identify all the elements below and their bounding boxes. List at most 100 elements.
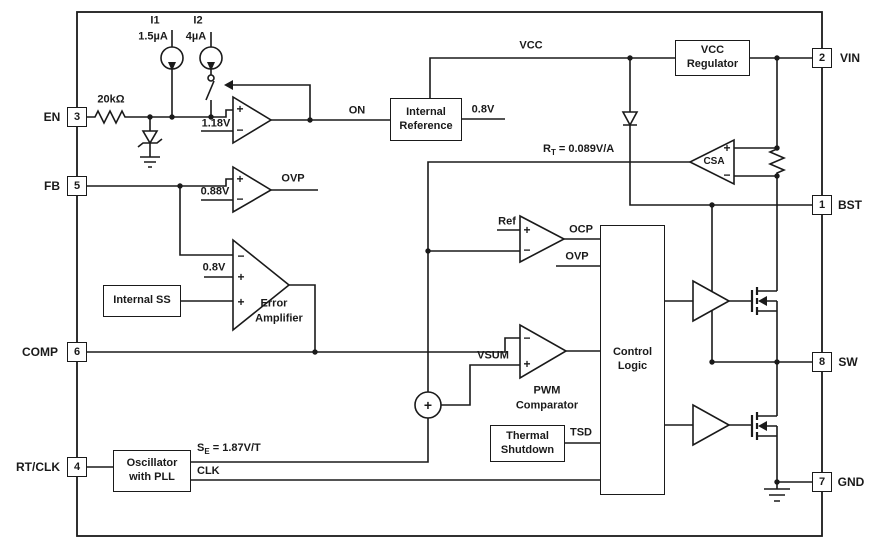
triangles bbox=[141, 95, 735, 447]
junction-dots bbox=[147, 55, 780, 485]
rt-prefix: R bbox=[543, 143, 551, 155]
ovp-comparator bbox=[232, 165, 273, 214]
ocp-minus-sign: − bbox=[523, 243, 531, 257]
ls-mosfet-body-arrow bbox=[758, 421, 767, 431]
label-ref-voltage: 0.8V bbox=[471, 103, 495, 116]
wire-csa-out bbox=[427, 161, 690, 392]
label-en-threshold: 1.18V bbox=[201, 117, 231, 130]
switch-control-arrowhead bbox=[224, 80, 233, 90]
i2-arrowhead bbox=[207, 62, 215, 71]
wire-switch-control bbox=[233, 84, 311, 120]
control-logic-block: Control Logic bbox=[600, 225, 665, 495]
ocp-plus-sign: + bbox=[523, 223, 531, 237]
pin-label-vin: VIN bbox=[839, 51, 861, 65]
label-rt-constant: RT = 0.089V/A bbox=[543, 144, 614, 157]
ovp-comp-minus-sign: − bbox=[236, 192, 244, 206]
label-ovp-signal-right: OVP bbox=[565, 250, 589, 263]
arrowheads bbox=[168, 62, 767, 431]
pin-num-vin: 2 bbox=[818, 52, 826, 64]
circles bbox=[160, 46, 442, 419]
label-se-constant: SE = 1.87V/T bbox=[197, 443, 261, 456]
internal-ss-block: Internal SS bbox=[103, 285, 181, 317]
se-sub: E bbox=[204, 447, 210, 457]
pin-box-gnd: 7 bbox=[812, 472, 832, 492]
pwm-comparator-triangle bbox=[519, 323, 568, 380]
control-logic-line1: Control bbox=[612, 346, 653, 359]
ground-symbol-zener bbox=[140, 156, 160, 168]
pin-label-comp: COMP bbox=[22, 345, 58, 359]
label-ocp-ref: Ref bbox=[498, 215, 516, 228]
internal-reference-line2: Reference bbox=[399, 119, 453, 132]
wire-ls-fet bbox=[757, 362, 778, 482]
ovp-comp-plus-sign: + bbox=[236, 172, 244, 186]
ocp-comparator bbox=[519, 214, 566, 264]
wire-net bbox=[87, 30, 812, 502]
label-i2-value: 4µA bbox=[185, 30, 207, 43]
pin-label-en: EN bbox=[43, 110, 61, 124]
wire-hs-fet bbox=[757, 290, 778, 362]
pin-num-bst: 1 bbox=[818, 199, 826, 211]
bootstrap-diode-triangle bbox=[621, 111, 639, 127]
label-i1: I1 bbox=[150, 14, 160, 27]
pin-num-rtclk: 4 bbox=[73, 461, 81, 473]
pin-box-sw: 8 bbox=[812, 352, 832, 372]
error-amplifier-caption2: Amplifier bbox=[255, 312, 303, 325]
en-comp-plus-sign: + bbox=[236, 102, 244, 116]
pin-label-sw: SW bbox=[838, 355, 858, 369]
pwm-minus-sign: − bbox=[523, 331, 531, 345]
wire-ea-out bbox=[289, 284, 316, 352]
oscillator-line1: Oscillator bbox=[126, 457, 178, 470]
label-on-signal: ON bbox=[348, 104, 366, 117]
zener-diode-triangle bbox=[141, 130, 159, 145]
hs-gate-driver bbox=[692, 279, 731, 323]
en-comp-minus-sign: − bbox=[236, 123, 244, 137]
ic-boundary bbox=[76, 11, 823, 537]
label-ocp-signal: OCP bbox=[569, 223, 593, 236]
label-i1-value: 1.5µA bbox=[138, 30, 168, 43]
pin-box-fb: 5 bbox=[67, 176, 87, 196]
pin-box-bst: 1 bbox=[812, 195, 832, 215]
wire-se bbox=[191, 418, 429, 463]
oscillator-line2: with PLL bbox=[129, 471, 175, 483]
internal-reference-line1: Internal bbox=[406, 105, 446, 118]
csa-minus-sign: − bbox=[723, 168, 731, 182]
label-en-resistor: 20kΩ bbox=[97, 93, 125, 106]
pin-box-en: 3 bbox=[67, 107, 87, 127]
ls-gate-driver bbox=[692, 403, 731, 447]
pin-box-comp: 6 bbox=[67, 342, 87, 362]
switch-contact bbox=[207, 74, 215, 82]
hs-mosfet-body-arrow bbox=[758, 296, 767, 306]
i1-arrowhead bbox=[168, 62, 176, 71]
vcc-regulator-line1: VCC bbox=[700, 44, 725, 57]
csa-caption: CSA bbox=[703, 156, 725, 167]
wire-vsum bbox=[441, 364, 520, 406]
csa-triangle bbox=[688, 138, 735, 186]
wire-gnd bbox=[776, 481, 812, 489]
label-ovp-threshold: 0.88V bbox=[200, 185, 230, 198]
ea-plus-sign-2: + bbox=[237, 295, 245, 309]
label-tsd: TSD bbox=[570, 426, 592, 439]
pwm-comparator-caption1: PWM bbox=[533, 384, 561, 397]
wire-fb bbox=[87, 178, 233, 256]
wire-comp bbox=[87, 337, 520, 353]
pin-num-en: 3 bbox=[73, 111, 81, 123]
csa-plus-sign: + bbox=[723, 141, 731, 155]
pin-num-comp: 6 bbox=[73, 346, 81, 358]
summing-plus-sign: + bbox=[423, 397, 433, 413]
wire-vcc bbox=[429, 57, 675, 98]
wire-switch-blade bbox=[205, 80, 215, 101]
label-vcc: VCC bbox=[519, 39, 543, 52]
wire-csa-taps bbox=[734, 147, 777, 177]
error-amplifier-triangle bbox=[232, 238, 291, 332]
vcc-regulator-line2: Regulator bbox=[686, 58, 739, 70]
label-ea-ref: 0.8V bbox=[202, 261, 226, 274]
pin-label-fb: FB bbox=[44, 179, 60, 193]
oscillator-block: Oscillator with PLL bbox=[113, 450, 191, 492]
error-amplifier-caption1: Error bbox=[260, 297, 288, 310]
rt-value: = 0.089V/A bbox=[555, 143, 615, 155]
thermal-shutdown-block: Thermal Shutdown bbox=[490, 425, 565, 462]
vcc-regulator-block: VCC Regulator bbox=[675, 40, 750, 76]
en-comparator bbox=[232, 95, 273, 145]
